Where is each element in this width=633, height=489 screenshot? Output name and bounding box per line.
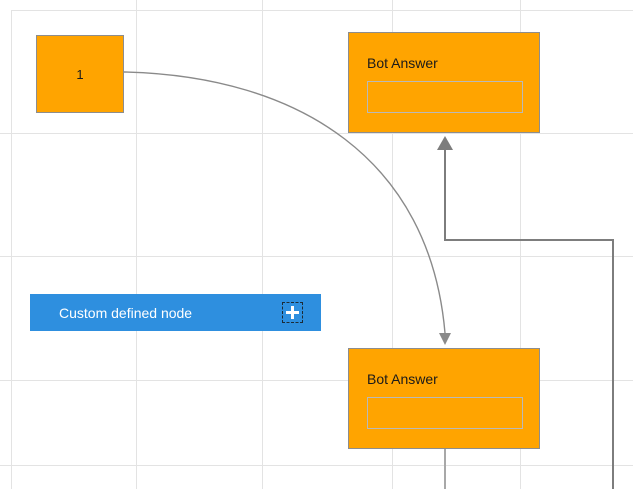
- node-start[interactable]: 1: [36, 35, 124, 113]
- plus-icon-vertical-bar: [291, 306, 294, 319]
- plus-icon[interactable]: [282, 302, 303, 323]
- node-bot-answer-bottom-slot[interactable]: [367, 397, 523, 429]
- node-bot-answer-top-title: Bot Answer: [367, 55, 438, 71]
- node-bot-answer-bottom-title: Bot Answer: [367, 371, 438, 387]
- node-bot-answer-top-slot[interactable]: [367, 81, 523, 113]
- node-start-label: 1: [76, 66, 84, 82]
- custom-defined-node-label: Custom defined node: [59, 304, 193, 321]
- connector-orthogonal-loopback[interactable]: [437, 136, 614, 489]
- custom-defined-node-bar[interactable]: Custom defined node: [30, 294, 321, 331]
- node-bot-answer-bottom[interactable]: Bot Answer: [348, 348, 540, 449]
- node-bot-answer-top[interactable]: Bot Answer: [348, 32, 540, 133]
- connector-curve-start-to-bot-answer-bottom[interactable]: [123, 71, 451, 345]
